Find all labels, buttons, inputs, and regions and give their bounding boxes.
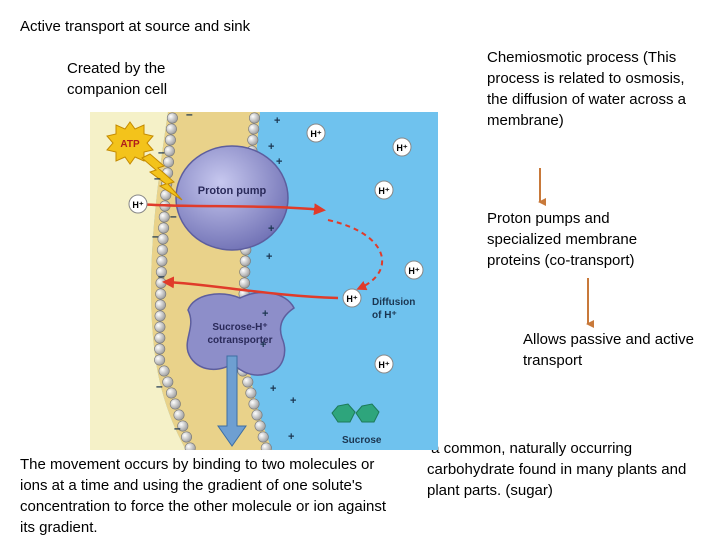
phospholipid-head — [157, 233, 169, 245]
hydrogen-ion-label: H⁺ — [378, 186, 389, 196]
hydrogen-ion-label: H⁺ — [310, 129, 321, 139]
cotransporter-protein — [186, 291, 295, 376]
sucrose-ring-1 — [331, 403, 356, 423]
proton-pump-protein — [175, 145, 289, 251]
minus-sign: – — [174, 421, 181, 435]
phospholipid-head — [173, 409, 185, 421]
plus-sign: + — [268, 141, 274, 153]
hydrogen-ion-4: H⁺ — [374, 180, 394, 200]
phospholipid-head — [156, 244, 168, 256]
energy-bolt-icon — [141, 153, 183, 201]
phospholipid-head — [181, 431, 193, 443]
hydrogen-ion-label: H⁺ — [132, 200, 143, 210]
phospholipid-head — [251, 409, 263, 421]
slide-title: Active transport at source and sink — [20, 18, 251, 35]
phospholipid-head — [247, 134, 259, 146]
phospholipid-head — [166, 387, 178, 399]
plus-sign: + — [290, 395, 296, 407]
phospholipid-head — [248, 398, 260, 410]
sucrose-definition-note: a common, naturally occurring carbohydra… — [427, 440, 687, 499]
plus-sign: + — [288, 431, 294, 443]
minus-sign: – — [152, 229, 159, 243]
plus-sign: + — [266, 251, 272, 263]
hydrogen-ion-7: H⁺ — [374, 354, 394, 374]
phospholipid-head — [257, 431, 269, 443]
minus-sign: – — [156, 379, 163, 393]
phospholipid-head — [177, 420, 189, 432]
phospholipid-head — [154, 321, 166, 333]
hydrogen-ion-6: H⁺ — [342, 288, 362, 308]
companion-cell-note: Created by the companion cell — [67, 60, 170, 98]
hydrogen-ion-label: H⁺ — [378, 360, 389, 370]
hydrogen-ion-label: H⁺ — [396, 143, 407, 153]
phospholipid-head — [248, 123, 260, 135]
cotransport-movement-note: The movement occurs by binding to two mo… — [20, 456, 391, 536]
phospholipid-head — [166, 112, 178, 124]
phospholipid-head — [162, 376, 174, 388]
phospholipid-head — [242, 376, 254, 388]
cytoplasm-region — [90, 112, 186, 450]
minus-sign: – — [186, 112, 193, 121]
phospholipid-head — [154, 332, 166, 344]
sucrose-import-arrow — [217, 355, 247, 447]
minus-sign: – — [170, 209, 177, 223]
diffusion-return-arrow — [327, 219, 384, 291]
plus-sign: + — [276, 156, 282, 168]
hydrogen-ion-label: H⁺ — [346, 294, 357, 304]
atp-label: ATP — [120, 139, 140, 150]
plus-sign: + — [274, 115, 280, 127]
sucrose-label: Sucrose — [342, 435, 382, 446]
minus-sign: – — [154, 171, 161, 185]
phospholipid-head — [158, 211, 170, 223]
hydrogen-ion-5: H⁺ — [404, 260, 424, 280]
proton-pumps-note: Proton pumps and specialized membrane pr… — [487, 210, 642, 269]
minus-sign: – — [158, 269, 165, 283]
minus-sign: – — [158, 145, 165, 159]
phospholipid-head — [156, 255, 168, 267]
phospholipid-head — [164, 134, 176, 146]
phospholipid-head — [184, 442, 196, 450]
phospholipid-head — [158, 365, 170, 377]
phospholipid-head — [154, 354, 166, 366]
plus-sign: + — [268, 223, 274, 235]
phospholipid-head — [155, 288, 167, 300]
proton-pumping-arrow — [137, 202, 326, 216]
phospholipid-head — [154, 299, 166, 311]
hydrogen-ion-2: H⁺ — [306, 123, 326, 143]
hydrogen-ion-3: H⁺ — [392, 137, 412, 157]
phospholipid-head — [239, 277, 251, 289]
phospholipid-head — [154, 310, 166, 322]
phospholipid-head — [163, 145, 175, 157]
atp-burst — [106, 121, 154, 165]
phospholipid-head — [239, 255, 251, 267]
phospholipid-head — [154, 343, 166, 355]
active-transport-figure: Proton pump Sucrose-H⁺ cotransporter ATP… — [90, 112, 438, 450]
phospholipid-head — [165, 123, 177, 135]
plus-sign: + — [260, 339, 266, 351]
phospholipid-head — [245, 387, 257, 399]
phospholipid-head — [260, 442, 272, 450]
cotransporter-label-line2: cotransporter — [207, 335, 272, 346]
chemiosmotic-note: Chemiosmotic process (This process is re… — [487, 49, 691, 129]
proton-influx-arrow — [162, 276, 339, 300]
allows-transport-note: Allows passive and active transport — [523, 331, 699, 369]
cotransporter-label-line1: Sucrose-H⁺ — [212, 322, 267, 333]
phospholipid-head — [169, 398, 181, 410]
plus-sign: + — [262, 308, 268, 320]
hydrogen-ion-label: H⁺ — [408, 266, 419, 276]
proton-pump-label: Proton pump — [198, 185, 267, 197]
phospholipid-head — [239, 266, 251, 278]
hydrogen-ion-1: H⁺ — [128, 194, 148, 214]
plus-sign: + — [270, 383, 276, 395]
diffusion-label-line2: of H⁺ — [372, 310, 397, 321]
diffusion-label-line1: Diffusion — [372, 297, 415, 308]
phospholipid-head — [254, 420, 266, 432]
phospholipid-head — [155, 266, 167, 278]
phospholipid-head — [163, 156, 175, 168]
phospholipid-heads-left — [154, 112, 196, 450]
phospholipid-head — [249, 112, 261, 124]
phospholipid-head — [158, 222, 170, 234]
sucrose-ring-2 — [355, 403, 380, 423]
